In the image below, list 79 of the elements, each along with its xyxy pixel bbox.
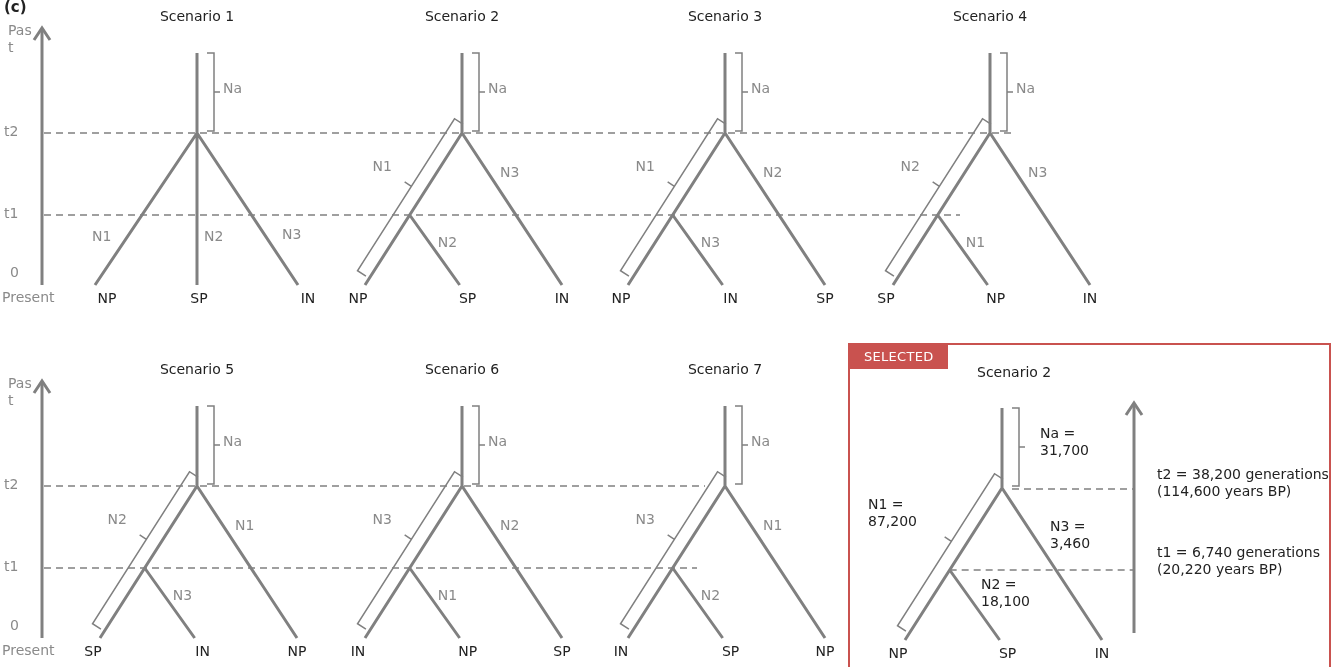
population-label: Na	[488, 433, 508, 450]
population-label: N1	[635, 157, 655, 175]
population-label: N1	[763, 517, 783, 534]
population-label: N3	[700, 234, 721, 251]
scenario-title: Scenario 6	[424, 361, 500, 378]
population-label: N2	[900, 157, 920, 175]
population-label: Na	[751, 80, 771, 97]
population-label: Na	[1016, 80, 1036, 97]
population-value: N3 = 3,460	[1050, 518, 1092, 552]
tip-label: NP	[815, 643, 835, 660]
tip-label: SP	[190, 290, 208, 307]
population-label: Na	[488, 80, 508, 97]
axis-label: t1	[4, 558, 19, 575]
scenario-title: Scenario 3	[687, 8, 763, 25]
tip-label: IN	[554, 290, 570, 307]
tip-label: NP	[458, 643, 478, 660]
axis-label: 0	[10, 617, 19, 634]
population-label: N2	[437, 234, 458, 251]
tip-label: IN	[350, 643, 366, 660]
population-label: N3	[500, 164, 520, 181]
tip-label: SP	[459, 290, 477, 307]
population-label: Na	[223, 80, 243, 97]
scenario-title: Scenario 4	[952, 8, 1028, 25]
axis-label: Past	[8, 22, 33, 56]
time-estimate: t2 = 38,200 generations (114,600 years BP)	[1157, 466, 1329, 500]
population-label: N1	[965, 234, 986, 251]
population-label: N3	[635, 510, 655, 528]
population-label: N1	[92, 228, 112, 245]
tip-label: IN	[723, 290, 738, 307]
population-label: N2	[763, 164, 783, 181]
tip-label: IN	[300, 290, 316, 307]
axis-label: Present	[2, 289, 55, 306]
tip-label: NP	[611, 290, 631, 307]
scenario-title: Scenario 2	[424, 8, 500, 25]
tip-label: SP	[877, 290, 895, 307]
tip-label: SP	[722, 643, 740, 660]
scenario-title: Scenario 2	[977, 364, 1052, 380]
population-value: N1 = 87,200	[868, 496, 918, 530]
time-estimate: t1 = 6,740 generations (20,220 years BP)	[1157, 544, 1321, 578]
tip-label: NP	[97, 290, 117, 307]
axis-label: t1	[4, 205, 19, 222]
population-value: Na = 31,700	[1040, 425, 1090, 459]
tip-label: SP	[84, 643, 102, 660]
population-label: N1	[372, 157, 392, 175]
tip-label: NP	[986, 290, 1006, 307]
axis-label: Present	[2, 642, 55, 659]
tip-label: SP	[999, 645, 1017, 662]
tip-label: IN	[1094, 645, 1110, 662]
population-label: N2	[700, 587, 721, 604]
population-label: N3	[1028, 164, 1048, 181]
scenario-title: Scenario 7	[687, 361, 763, 378]
population-label: N2	[107, 510, 127, 528]
population-label: Na	[751, 433, 771, 450]
population-label: N2	[500, 517, 520, 534]
population-label: N3	[282, 226, 302, 243]
tip-label: NP	[888, 645, 908, 662]
tip-label: NP	[348, 290, 368, 307]
selected-panel	[848, 343, 1331, 667]
axis-label: t2	[4, 123, 19, 140]
selected-tag: SELECTED	[850, 345, 948, 369]
scenario-title: Scenario 5	[159, 361, 235, 378]
population-label: N1	[437, 587, 458, 604]
population-label: Na	[223, 433, 243, 450]
scenario-title: Scenario 1	[159, 8, 235, 25]
panel-label: (c)	[4, 0, 27, 16]
population-value: N2 = 18,100	[981, 576, 1031, 610]
axis-label: Past	[8, 375, 33, 409]
population-label: N3	[372, 510, 392, 528]
axis-label: t2	[4, 476, 19, 493]
population-label: N2	[204, 228, 224, 245]
tip-label: SP	[553, 643, 571, 660]
axis-label: 0	[10, 264, 19, 281]
tip-label: IN	[613, 643, 629, 660]
tip-label: IN	[1082, 290, 1098, 307]
tip-label: NP	[287, 643, 307, 660]
tip-label: SP	[816, 290, 834, 307]
population-label: N1	[235, 517, 255, 534]
population-label: N3	[172, 587, 193, 604]
tip-label: IN	[195, 643, 210, 660]
